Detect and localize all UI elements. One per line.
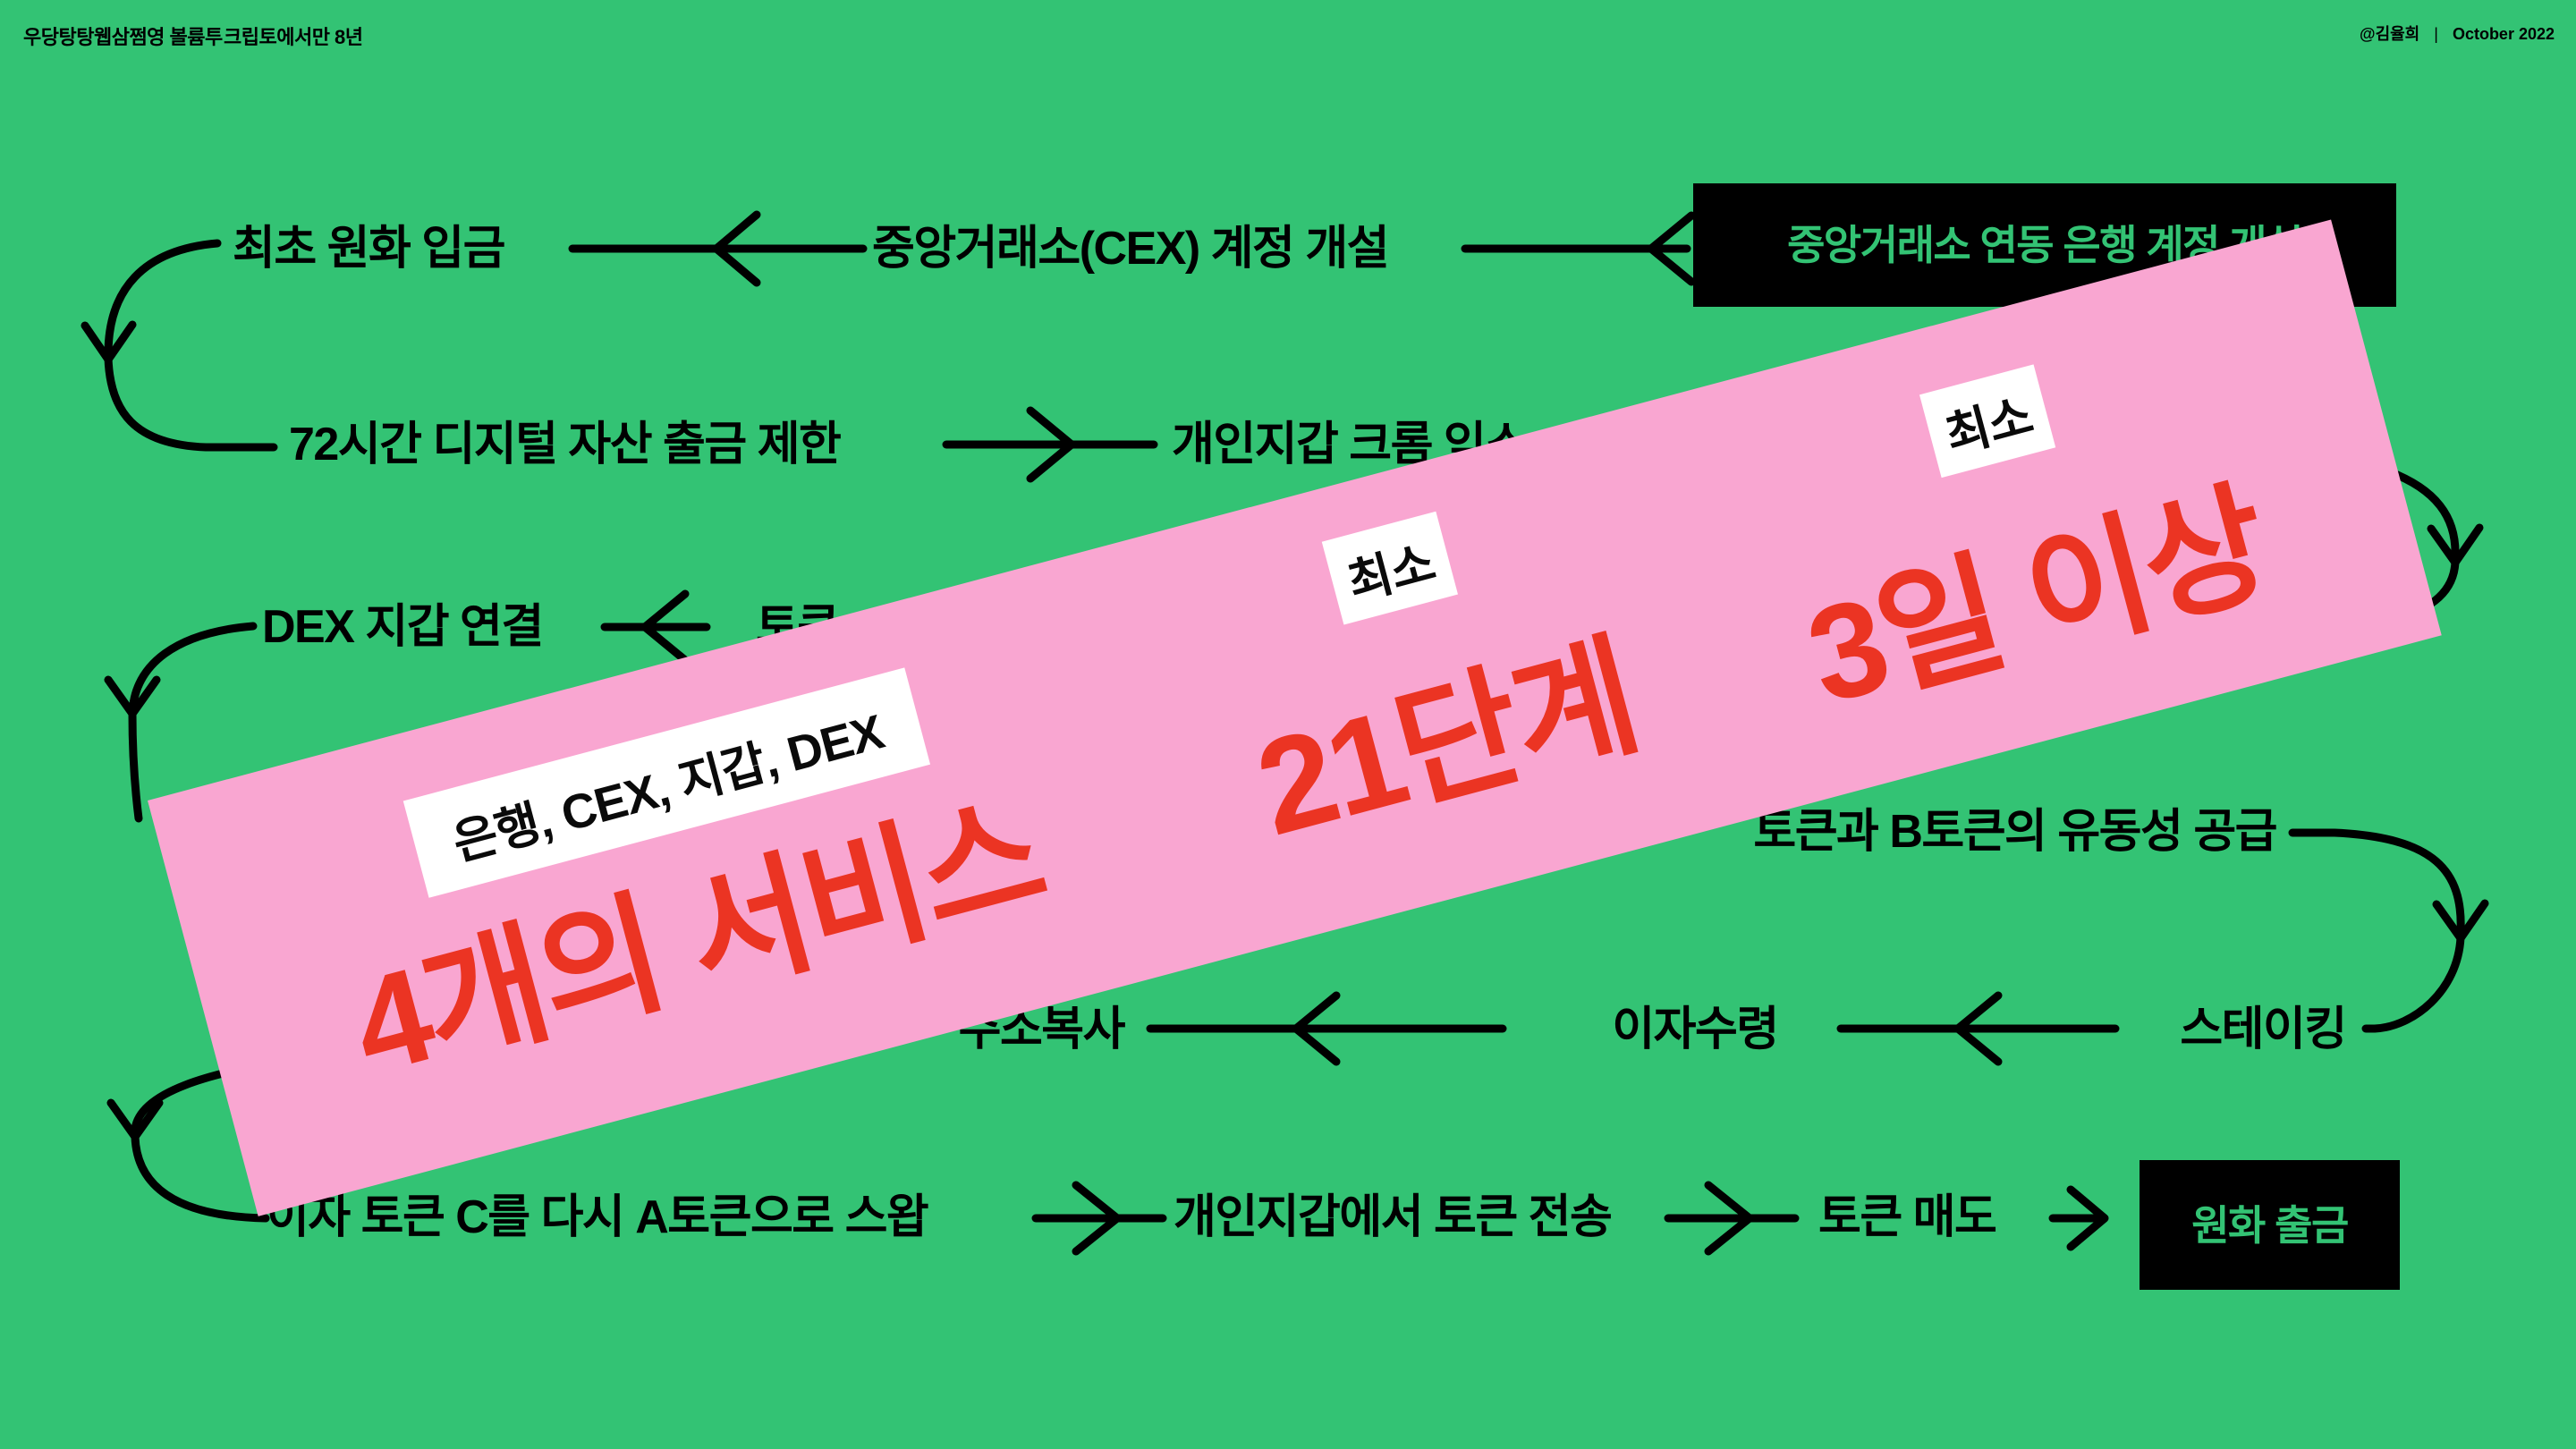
flow-step-interest: 이자수령 [1612, 1004, 1779, 1055]
minimum-label-steps: 최소 [1321, 511, 1459, 625]
header-subtitle: 크립토에서만 8년 [224, 26, 363, 48]
flow-step-liquidity: 토큰과 B토큰의 유동성 공급 [1753, 806, 2277, 858]
curve-left-3-bottom [131, 1132, 270, 1223]
flow-step-token-transfer: 개인지갑에서 토큰 전송 [1174, 1191, 1613, 1243]
slide-date: October 2022 [2452, 25, 2555, 43]
header-credit: @김율희 | October 2022 [2360, 21, 2555, 45]
arrow-head-right-r6a [1072, 1181, 1122, 1256]
arrow-head-left-r5b [1953, 991, 2003, 1066]
flow-step-token-sell: 토큰 매도 [1818, 1191, 1997, 1243]
steps-count-stat: 21단계 [1242, 620, 1650, 864]
arrow-head-right-r6b [1704, 1181, 1754, 1256]
flow-step-krw-withdraw: 원화 출금 [2191, 1201, 2349, 1249]
curve-left-1-top [104, 239, 222, 359]
arrow-head-right-r2 [1026, 406, 1076, 483]
curve-left-2-bottom [128, 709, 143, 823]
days-count-stat: 3일 이상 [1792, 467, 2281, 733]
curve-left-2-top [128, 622, 258, 718]
flow-step-cex-account: 중앙거래소(CEX) 계정 개설 [872, 223, 1390, 275]
author-handle: @김율희 [2360, 25, 2420, 43]
flow-step-krw-deposit: 최초 원화 입금 [233, 223, 505, 275]
arrow-head-left-r1b [1647, 211, 1696, 286]
flow-step-dex-connect: DEX 지갑 연결 [262, 601, 544, 653]
arrow-head-left-r1a [712, 210, 761, 287]
arrow-head-left-r3 [640, 589, 690, 665]
arrow-head-right-r6c [2066, 1185, 2109, 1251]
minimum-label-days: 최소 [1919, 364, 2056, 479]
flow-step-staking: 스테이킹 [2180, 1004, 2347, 1055]
curve-left-1-bottom [104, 353, 278, 452]
curve-right-2-top [2288, 828, 2465, 936]
header-title: 우당탕탕웹삼쩜영 볼륨투 [23, 26, 223, 48]
flow-step-withdraw-limit: 72시간 디지털 자산 출금 제한 [289, 419, 842, 470]
curve-right-2-bottom [2361, 933, 2465, 1033]
flow-step-swap-back: 이자 토큰 C를 다시 A토큰으로 스왑 [267, 1191, 929, 1243]
separator: | [2434, 25, 2438, 43]
flow-step-krw-withdraw-box: 원화 출금 [2140, 1160, 2400, 1290]
arrow-head-left-r5a [1292, 991, 1341, 1066]
